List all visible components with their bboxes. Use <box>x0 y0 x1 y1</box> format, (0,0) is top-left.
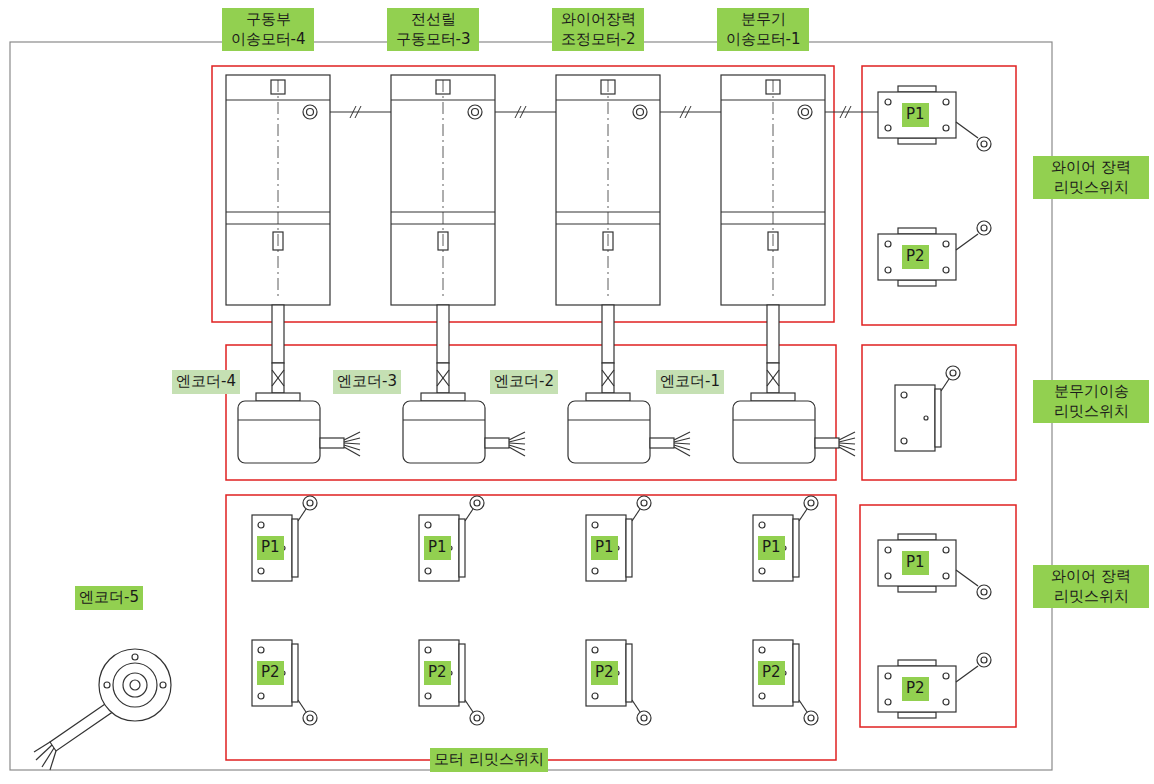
switch-label: P2 <box>591 661 618 685</box>
label-text: P2 <box>762 663 781 683</box>
limit-switch <box>878 653 991 718</box>
switch-label: P2 <box>902 677 929 701</box>
limit-switch <box>586 496 651 581</box>
label-text: 와이어장력 조정모터-2 <box>556 10 640 49</box>
group-frames <box>212 66 1016 760</box>
label-text: P2 <box>906 679 925 699</box>
motor-drawing <box>226 75 330 363</box>
encoder-label: 엔코더-5 <box>75 586 143 610</box>
switch-label: P2 <box>758 661 785 685</box>
label-text: P2 <box>261 663 280 683</box>
limit-switch <box>252 496 317 581</box>
label-text: 엔코더-4 <box>176 372 236 392</box>
switch-label: P1 <box>902 103 929 127</box>
label-text: P1 <box>595 538 614 558</box>
limit-switch <box>895 366 960 451</box>
limit-switch <box>586 640 651 725</box>
switch-frame <box>860 505 1016 727</box>
motor-drawing <box>556 75 660 363</box>
limit-switch <box>419 496 484 581</box>
motor-label: 분무기 이송모터-1 <box>717 8 809 51</box>
label-text: 전선릴 구동모터-3 <box>391 10 475 49</box>
label-text: P2 <box>428 663 447 683</box>
switch-label: P2 <box>257 661 284 685</box>
switch-label: P1 <box>591 536 618 560</box>
motor-label: 전선릴 구동모터-3 <box>387 8 479 51</box>
group-label: 분무기이송 리밋스위치 <box>1033 380 1149 423</box>
switch-frame <box>862 66 1016 325</box>
switch-label: P1 <box>257 536 284 560</box>
encoder-label: 엔코더-2 <box>490 370 558 394</box>
outer-frame <box>10 42 1052 770</box>
encoder-label: 엔코더-3 <box>333 370 401 394</box>
switch-frame <box>862 345 1016 480</box>
label-text: 와이어 장력 리밋스위치 <box>1037 158 1145 197</box>
label-text: P2 <box>906 247 925 267</box>
label-text: 분무기이송 리밋스위치 <box>1037 382 1145 421</box>
label-text: P1 <box>261 538 280 558</box>
label-text: 엔코더-1 <box>660 372 720 392</box>
limit-switch <box>252 640 317 725</box>
switch-label: P2 <box>902 245 929 269</box>
motor-label: 구동부 이송모터-4 <box>222 8 314 51</box>
label-text: P1 <box>906 105 925 125</box>
limit-switch <box>753 496 818 581</box>
label-text: P2 <box>595 663 614 683</box>
limit-switch <box>878 534 991 599</box>
encoder-drawing <box>34 649 171 770</box>
limit-switch <box>753 640 818 725</box>
motor-label: 와이어장력 조정모터-2 <box>552 8 644 51</box>
label-text: 분무기 이송모터-1 <box>721 10 805 49</box>
label-text: 구동부 이송모터-4 <box>226 10 310 49</box>
group-label: 와이어 장력 리밋스위치 <box>1033 156 1149 199</box>
group-label: 와이어 장력 리밋스위치 <box>1033 565 1149 608</box>
label-text: P1 <box>428 538 447 558</box>
label-text: 와이어 장력 리밋스위치 <box>1037 567 1145 606</box>
switch-frame <box>226 495 836 760</box>
encoder-label: 엔코더-4 <box>172 370 240 394</box>
switch-label: P1 <box>424 536 451 560</box>
label-text: 엔코더-5 <box>79 588 139 608</box>
limit-switch <box>419 640 484 725</box>
limit-switch <box>878 221 991 286</box>
label-text: P1 <box>906 553 925 573</box>
switch-label: P1 <box>902 551 929 575</box>
switch-label: P2 <box>424 661 451 685</box>
encoder-label: 엔코더-1 <box>656 370 724 394</box>
group-label: 모터 리밋스위치 <box>430 748 548 772</box>
encoder-drawing <box>733 363 855 463</box>
limit-switch <box>878 86 991 151</box>
label-text: 모터 리밋스위치 <box>434 750 544 770</box>
motor-drawing <box>391 75 495 363</box>
switch-label: P1 <box>758 536 785 560</box>
label-text: P1 <box>762 538 781 558</box>
label-text: 엔코더-2 <box>494 372 554 392</box>
label-text: 엔코더-3 <box>337 372 397 392</box>
motor-drawing <box>721 75 825 363</box>
